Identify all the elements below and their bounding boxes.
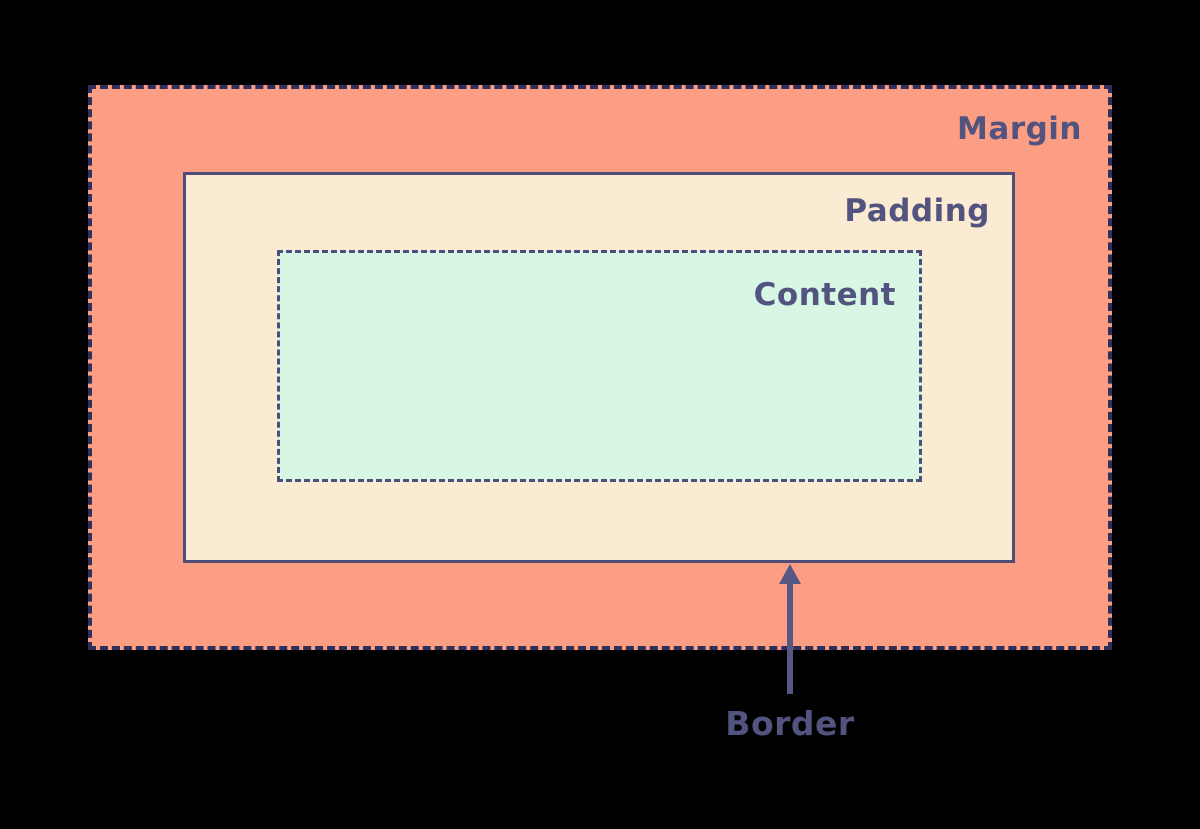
content-label: Content — [753, 277, 896, 313]
border-label: Border — [725, 704, 855, 743]
content-box: Content — [277, 250, 922, 482]
padding-label: Padding — [844, 193, 990, 229]
margin-label: Margin — [957, 111, 1082, 147]
border-arrow-icon — [779, 564, 801, 694]
margin-box: Margin Padding Content — [88, 85, 1112, 650]
padding-box: Padding Content — [183, 172, 1015, 563]
